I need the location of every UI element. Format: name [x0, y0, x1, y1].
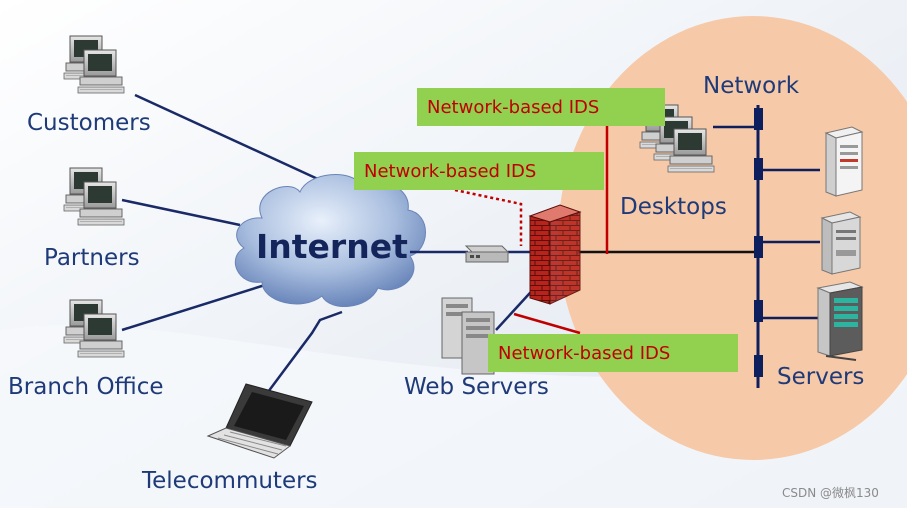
link-branch-office	[121, 283, 266, 332]
server-icon-2	[820, 211, 862, 275]
network-backbone	[713, 105, 820, 388]
link-partners	[121, 198, 241, 227]
client-links	[121, 93, 343, 393]
ids-box-bottom: Network-based IDS	[488, 334, 738, 372]
ids-line-bottom	[513, 312, 581, 335]
background-swoosh	[0, 325, 907, 508]
label-branch-office: Branch Office	[8, 374, 164, 400]
label-network: Network	[703, 73, 800, 99]
server-icon-web	[441, 297, 495, 375]
watermark: CSDN @微枫130	[782, 486, 879, 500]
ids-box-middle: Network-based IDS	[354, 152, 604, 190]
ids-connectors	[454, 120, 609, 335]
label-desktops: Desktops	[620, 194, 727, 220]
internet-cloud	[234, 174, 426, 307]
laptop-icon	[206, 383, 313, 459]
label-partners: Partners	[44, 245, 140, 271]
link-customers	[134, 93, 321, 182]
label-web-servers: Web Servers	[404, 374, 549, 400]
label-telecommuters: Telecommuters	[142, 468, 318, 494]
label-servers: Servers	[777, 364, 865, 390]
label-customers: Customers	[27, 110, 151, 136]
router-icon	[464, 245, 510, 263]
server-icon-3	[816, 281, 864, 361]
server-icon-1	[824, 126, 864, 197]
link-telecommuters	[266, 310, 343, 393]
ids-line-middle	[454, 188, 523, 246]
firewall-icon	[528, 204, 582, 305]
ids-box-top: Network-based IDS	[417, 88, 665, 126]
label-internet: Internet	[256, 227, 408, 266]
